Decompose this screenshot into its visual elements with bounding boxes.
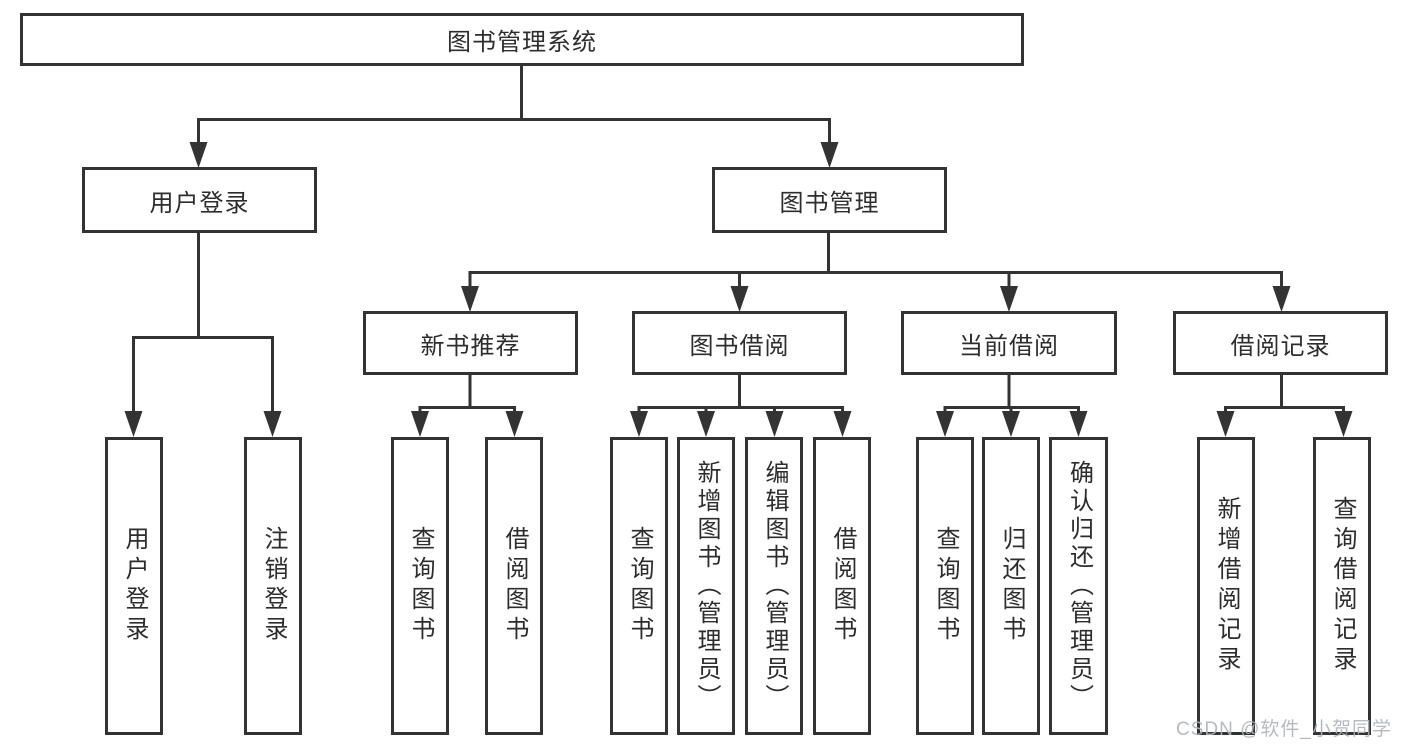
leaf-query-borrow-record-label: 查询借阅记录 xyxy=(1329,496,1356,676)
node-book-management-label: 图书管理 xyxy=(779,189,880,217)
node-user-login-label: 用户登录 xyxy=(149,189,250,217)
node-current-borrow-label: 当前借阅 xyxy=(959,332,1059,360)
arrowhead-icon xyxy=(1069,411,1088,437)
watermark: CSDN @软件_小贺同学 xyxy=(1176,719,1392,740)
arrowhead-icon xyxy=(1000,286,1018,312)
leaf-edit-book-admin: 编辑图书（管理员） xyxy=(745,437,803,735)
arrowhead-icon xyxy=(124,411,143,437)
arrowhead-icon xyxy=(730,286,749,312)
arrowhead-icon xyxy=(1002,411,1020,437)
leaf-logout-label: 注销登录 xyxy=(260,526,287,646)
node-borrow-records-label: 借阅记录 xyxy=(1230,332,1331,360)
leaf-add-borrow-record-label: 新增借阅记录 xyxy=(1213,496,1240,676)
arrowhead-icon xyxy=(630,411,648,437)
arrowhead-icon xyxy=(189,142,208,168)
edge-book-borrow-children xyxy=(637,374,844,414)
arrowhead-icon xyxy=(1216,411,1235,437)
leaf-query-borrow-record: 查询借阅记录 xyxy=(1313,437,1371,735)
leaf-borrow-books: 借阅图书 xyxy=(813,437,871,735)
node-root-label: 图书管理系统 xyxy=(447,29,597,56)
leaf-edit-book-admin-label: 编辑图书（管理员） xyxy=(761,460,788,712)
edge-current-borrow-children xyxy=(943,374,1080,414)
node-root: 图书管理系统 xyxy=(20,13,1024,66)
arrowhead-icon xyxy=(1334,411,1353,437)
leaf-return-book: 归还图书 xyxy=(982,437,1040,735)
node-book-borrow-label: 图书借阅 xyxy=(689,332,790,360)
arrowhead-icon xyxy=(697,411,715,437)
leaf-confirm-return-admin: 确认归还（管理员） xyxy=(1049,437,1108,735)
arrowhead-icon xyxy=(1272,286,1291,312)
leaf-user-login-label: 用户登录 xyxy=(121,526,148,646)
edge-user-login-children xyxy=(132,231,274,413)
edge-root-to-level2 xyxy=(197,64,831,144)
node-borrow-records: 借阅记录 xyxy=(1173,311,1388,375)
leaf-borrow-books-label: 借阅图书 xyxy=(829,526,856,646)
node-current-borrow: 当前借阅 xyxy=(901,311,1117,375)
node-new-book-recommend: 新书推荐 xyxy=(363,311,578,375)
leaf-query-books-borrow-label: 查询图书 xyxy=(626,526,653,646)
leaf-return-book-label: 归还图书 xyxy=(998,526,1025,646)
leaf-query-books-borrow: 查询图书 xyxy=(610,437,668,735)
arrowhead-icon xyxy=(505,411,524,437)
leaf-query-books-recommend-label: 查询图书 xyxy=(407,526,434,646)
edge-borrow-records-children xyxy=(1224,374,1345,414)
leaf-borrow-books-recommend-label: 借阅图书 xyxy=(501,526,528,646)
leaf-add-book-admin: 新增图书（管理员） xyxy=(677,437,735,735)
leaf-borrow-books-recommend: 借阅图书 xyxy=(485,437,543,735)
leaf-add-borrow-record: 新增借阅记录 xyxy=(1197,437,1255,735)
edge-new-book-recommend-children xyxy=(418,374,516,414)
leaf-query-books-current: 查询图书 xyxy=(916,437,974,735)
leaf-confirm-return-admin-label: 确认归还（管理员） xyxy=(1065,460,1093,712)
node-book-borrow: 图书借阅 xyxy=(632,311,847,375)
node-user-login: 用户登录 xyxy=(82,167,317,233)
arrowhead-icon xyxy=(765,411,784,437)
node-new-book-recommend-label: 新书推荐 xyxy=(420,332,521,360)
arrowhead-icon xyxy=(263,411,282,437)
leaf-user-login: 用户登录 xyxy=(105,437,163,735)
arrowhead-icon xyxy=(833,411,852,437)
leaf-query-books-current-label: 查询图书 xyxy=(932,526,959,646)
leaf-logout: 注销登录 xyxy=(244,437,302,735)
leaf-add-book-admin-label: 新增图书（管理员） xyxy=(693,460,720,712)
arrowhead-icon xyxy=(411,411,429,437)
leaf-query-books-recommend: 查询图书 xyxy=(391,437,449,735)
edge-book-management-children xyxy=(468,232,1283,288)
arrowhead-icon xyxy=(936,411,954,437)
node-book-management: 图书管理 xyxy=(712,167,947,233)
arrowhead-icon xyxy=(820,142,839,168)
arrowhead-icon xyxy=(461,286,479,312)
